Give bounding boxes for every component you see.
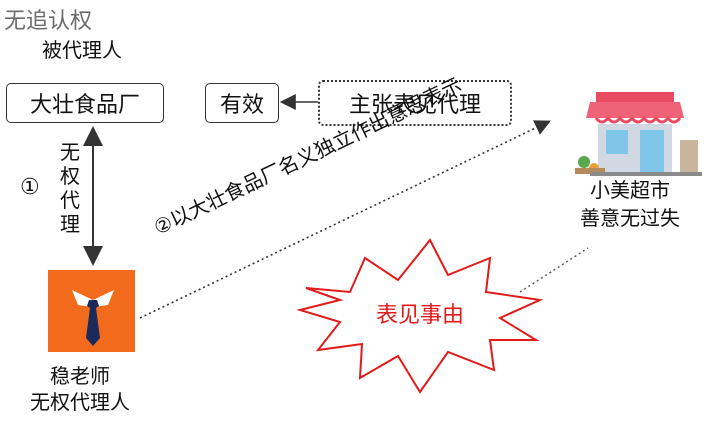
principal-role-label: 被代理人: [42, 38, 122, 62]
agent-to-shop-arrow: [139, 120, 551, 319]
agent-role: 无权代理人: [30, 390, 130, 414]
no-ratification-note: 无追认权: [4, 9, 93, 34]
agent-avatar: [48, 270, 135, 352]
claim-box: 主张表见代理: [318, 80, 512, 126]
step1-char-1: 无: [60, 140, 80, 164]
burst-to-shop-line: [519, 247, 589, 293]
shop-name: 小美超市: [590, 178, 670, 202]
apparent-cause-burst: [296, 238, 544, 394]
step1-number: ①: [20, 175, 40, 200]
valid-label: 有效: [219, 93, 264, 118]
step1-char-3: 代: [60, 188, 80, 212]
step1-char-4: 理: [60, 212, 80, 236]
burst-label: 表见事由: [376, 303, 465, 328]
step1-char-2: 权: [60, 164, 80, 188]
principal-name: 大壮食品厂: [29, 93, 140, 118]
valid-box: 有效: [205, 83, 279, 123]
shop-icon: [575, 92, 702, 176]
principal-box: 大壮食品厂: [6, 83, 164, 123]
claim-label: 主张表见代理: [348, 93, 481, 118]
agent-name: 稳老师: [50, 364, 110, 388]
shop-status: 善意无过失: [580, 206, 680, 230]
step1-text: 无 权 代 理: [58, 140, 82, 236]
